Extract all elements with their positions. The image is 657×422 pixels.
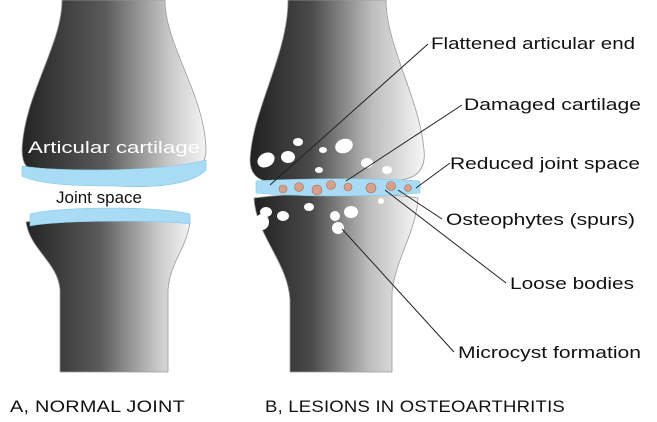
damaged-cartilage-label: Damaged cartilage bbox=[464, 95, 641, 114]
flattened-articular-end-label: Flattened articular end bbox=[431, 34, 635, 53]
normal-joint-caption: A, NORMAL JOINT bbox=[10, 397, 185, 416]
reduced-joint-space-label: Reduced joint space bbox=[450, 154, 640, 173]
oa-upper-bone bbox=[250, 0, 424, 182]
articular-cartilage-label: Articular cartilage bbox=[28, 138, 200, 157]
microcyst-formation-label: Microcyst formation bbox=[458, 343, 641, 362]
osteoarthritis-caption: B, LESIONS IN OSTEOARTHRITIS bbox=[265, 397, 565, 416]
loose-bodies-label: Loose bodies bbox=[510, 274, 634, 293]
osteoarthritis-joint: Flattened articular end Damaged cartilag… bbox=[250, 0, 641, 372]
normal-lower-bone bbox=[26, 218, 190, 373]
normal-joint: Articular cartilage Joint space bbox=[22, 0, 206, 372]
osteophytes-label: Osteophytes (spurs) bbox=[446, 210, 635, 229]
joint-space-label: Joint space bbox=[56, 188, 142, 207]
